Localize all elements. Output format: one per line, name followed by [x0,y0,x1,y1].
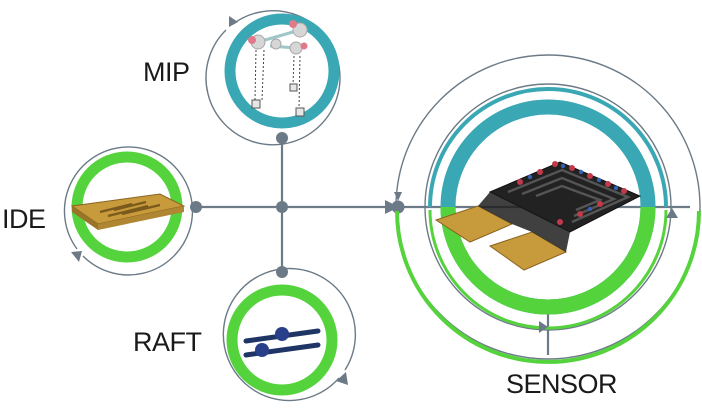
node-center [276,201,288,213]
raft-orbit-ring [222,267,356,402]
mip-teal-ring [224,13,340,129]
sensor-teal-arc [428,87,668,208]
ide-orbit-ring [63,146,194,276]
raft-label: RAFT [133,327,202,357]
ide-orbit-arrow [71,251,82,262]
mip-module: MIP [143,10,341,146]
mip-polymer-icon [248,20,308,117]
ide-label: IDE [2,204,46,234]
sensor-module: SENSOR [394,54,701,399]
mip-orbit-arrow [229,16,238,27]
mip-label: MIP [143,57,190,87]
sensor-arrow-bottom [539,321,548,333]
sensor-chip-icon [434,161,642,271]
mip-orbit-ring [205,10,341,146]
node-sensor [391,200,405,214]
ide-module: IDE [2,146,194,276]
sensor-arrow-left [394,192,402,201]
raft-chain-icon [243,327,321,358]
ide-electrode-icon [70,193,186,230]
sensor-inner-ring [424,83,672,331]
node-raft [276,266,288,278]
sensor-thick-green-half [440,206,656,315]
sensor-green-arc-outer [395,210,701,364]
connector-network [196,138,690,355]
sensor-arrow-right [666,208,678,218]
raft-module: RAFT [133,267,356,402]
sensor-green-arc-mid [428,209,668,330]
sensor-outer-ring [395,54,701,360]
connector-nodes [190,132,405,278]
raft-green-ring [226,284,338,396]
node-mip [276,132,288,144]
raft-orbit-arrow [336,372,348,385]
sensor-label: SENSOR [506,369,617,399]
